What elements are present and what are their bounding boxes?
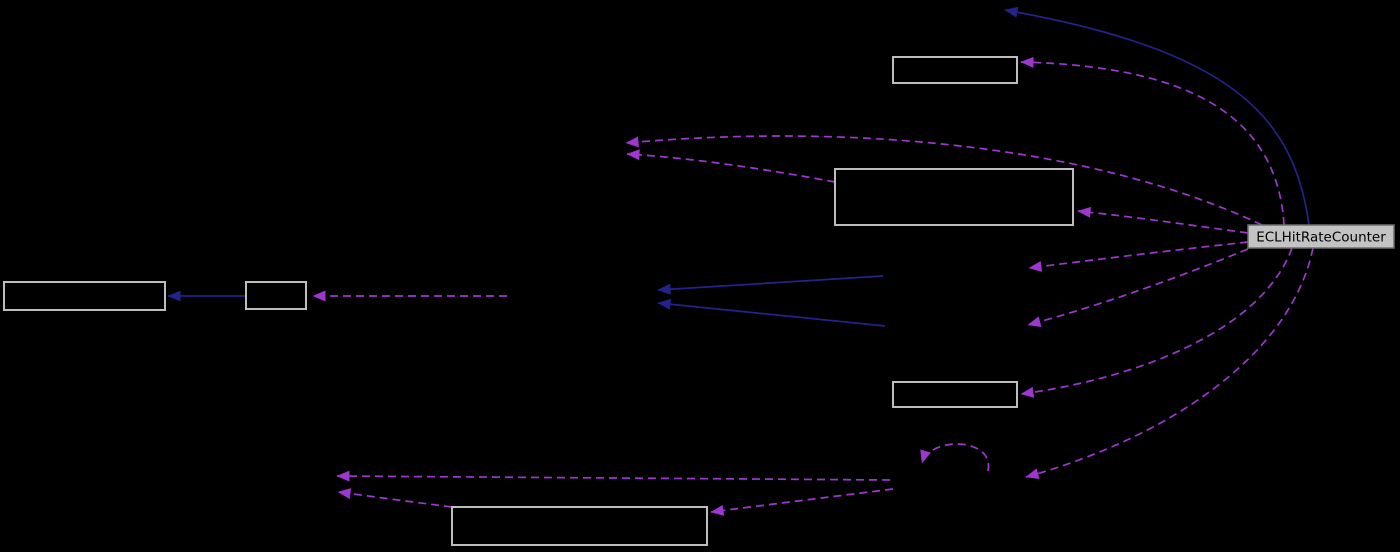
class-box-top[interactable]: [892, 56, 1018, 84]
edge-usage-to-mid-right-box: [1020, 247, 1293, 398]
class-box-left-wide[interactable]: [3, 281, 166, 311]
edge-usage-to-top-box: [1020, 56, 1285, 226]
edge-usage-to-big-box: [1077, 206, 1249, 234]
edge-usage-to-mid-node-upper: [1028, 241, 1249, 272]
edge-usage-bottom-box-to-left: [337, 488, 453, 508]
edge-usage-to-mid-node-lower: [1027, 248, 1249, 327]
class-box-mid-right[interactable]: [892, 381, 1018, 408]
edge-inherit-mid-upper: [657, 275, 884, 295]
edge-usage-to-loop-node: [1025, 247, 1314, 479]
class-box-bottom[interactable]: [451, 506, 708, 546]
edge-inherit-mid-lower: [657, 298, 886, 327]
usage-edges: [312, 56, 1314, 516]
edge-usage-from-big-box: [626, 149, 836, 183]
edge-inherit-top-curve: [1004, 6, 1310, 226]
edge-usage-loop-node-to-left: [336, 470, 891, 482]
edge-usage-to-bottom-box: [710, 488, 894, 516]
edge-usage-long-arc-upper: [625, 135, 1263, 226]
inheritance-edges: [167, 6, 1310, 327]
class-box-large[interactable]: [834, 168, 1074, 226]
edge-usage-self-loop: [920, 443, 990, 472]
main-node[interactable]: ECLHitRateCounter: [1247, 224, 1395, 249]
class-box-left-small[interactable]: [245, 281, 307, 310]
class-boxes: [3, 56, 1074, 546]
main-node-box[interactable]: [1247, 224, 1395, 249]
main-node-label: ECLHitRateCounter: [1256, 230, 1386, 246]
